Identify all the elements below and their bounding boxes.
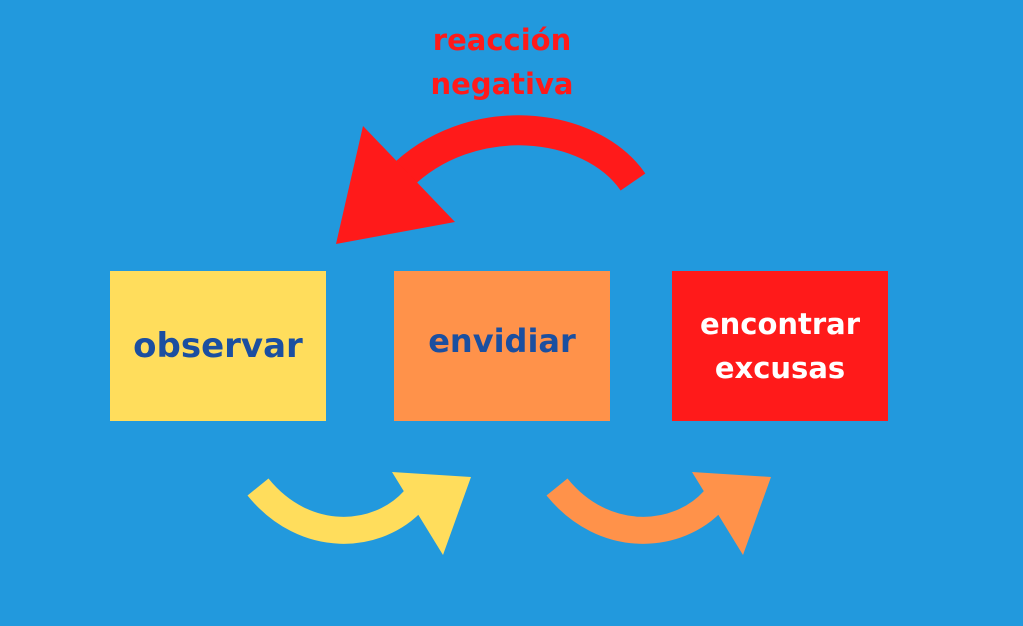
step-label-excusas: excusas: [714, 351, 846, 385]
feedback-arrow: [336, 115, 646, 244]
connector-envidiar-excusas: [546, 472, 771, 555]
step-label-envidiar: envidiar: [428, 322, 576, 360]
feedback-arrow-head: [336, 126, 455, 244]
step-label-observar: observar: [133, 326, 303, 366]
step-label-encontrar: encontrar: [699, 307, 861, 341]
feedback-label-line1: reacción: [432, 23, 572, 57]
step-box-observar: observar: [110, 271, 326, 421]
connector-observar-envidiar-body: [247, 478, 425, 544]
feedback-label: reacción negativa: [392, 18, 612, 106]
connector-observar-envidiar: [247, 472, 471, 555]
step-box-encontrar-excusas: encontrar excusas: [672, 271, 888, 421]
connector-observar-envidiar-head: [392, 472, 471, 555]
connector-envidiar-excusas-body: [546, 478, 725, 544]
feedback-arrow-body: [389, 115, 646, 192]
step-box-envidiar: envidiar: [394, 271, 610, 421]
connector-envidiar-excusas-head: [692, 472, 771, 555]
feedback-label-line2: negativa: [430, 67, 574, 101]
